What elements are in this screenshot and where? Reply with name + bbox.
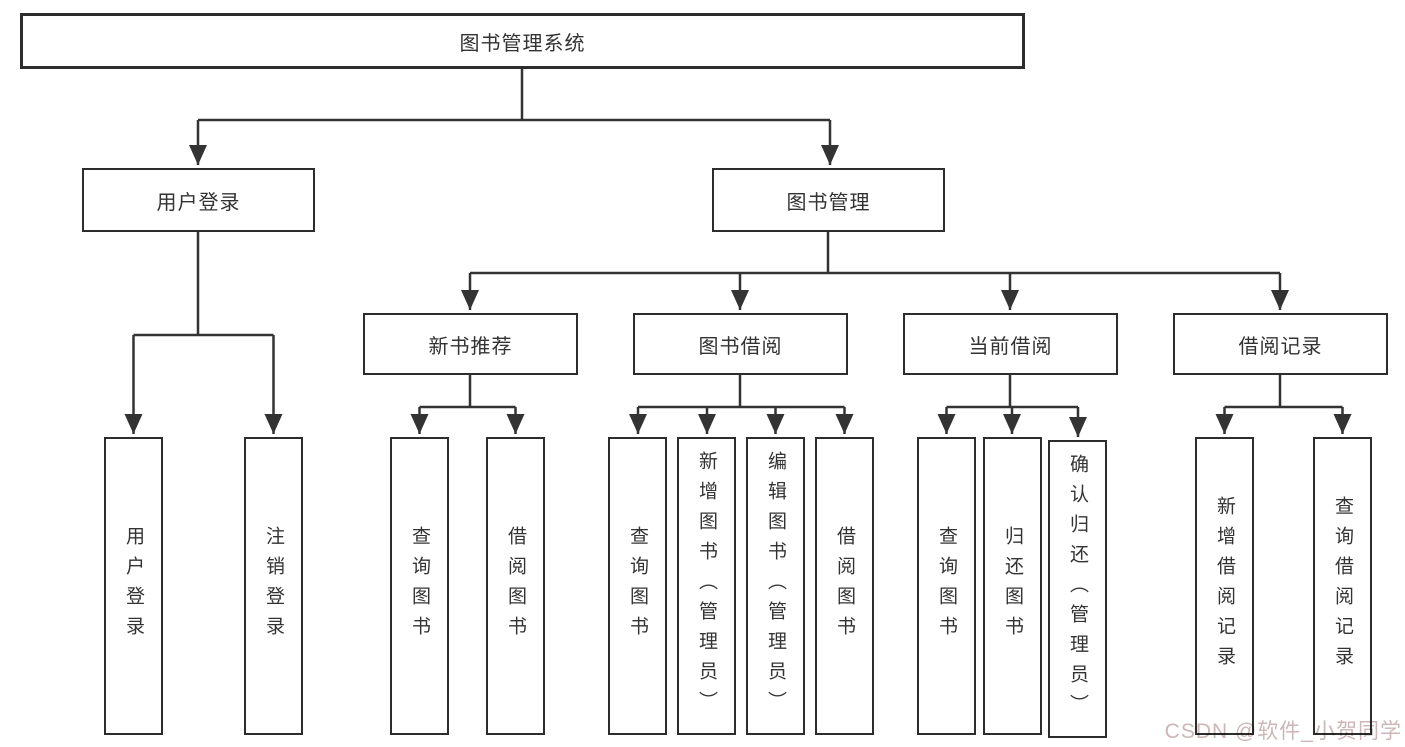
leaf-borrow-book: 借阅图书 — [815, 437, 874, 735]
node-library-management-system: 图书管理系统 — [20, 13, 1025, 69]
node-label: 图书管理 — [786, 191, 871, 214]
leaf-borrow-books: 借阅图书 — [486, 437, 545, 735]
node-label: 编辑图书（管理员） — [765, 451, 786, 721]
node-label: 图书借阅 — [698, 335, 783, 358]
node-label: 查询图书 — [627, 526, 648, 646]
node-label: 新增借阅记录 — [1214, 496, 1235, 676]
node-new-book-recommendation: 新书推荐 — [363, 313, 578, 375]
node-label: 用户登录 — [123, 526, 144, 646]
csdn-watermark: CSDN @软件_小贺同学 — [1164, 720, 1402, 743]
node-label: 借阅记录 — [1238, 335, 1323, 358]
node-label: 当前借阅 — [968, 335, 1053, 358]
node-label: 新增图书（管理员） — [696, 451, 717, 721]
leaf-return-books: 归还图书 — [983, 437, 1042, 735]
node-label: 用户登录 — [156, 191, 241, 214]
node-label: 借阅图书 — [834, 526, 855, 646]
leaf-query-borrow-record: 查询借阅记录 — [1313, 437, 1372, 735]
node-book-management: 图书管理 — [712, 168, 945, 232]
leaf-add-book-admin: 新增图书（管理员） — [677, 437, 736, 735]
node-book-borrowing: 图书借阅 — [633, 313, 848, 375]
node-label: 查询借阅记录 — [1332, 496, 1353, 676]
node-current-borrowing: 当前借阅 — [903, 313, 1118, 375]
leaf-add-borrow-record: 新增借阅记录 — [1195, 437, 1254, 735]
leaf-borrowing-query-books: 查询图书 — [608, 437, 667, 735]
leaf-logout: 注销登录 — [244, 437, 303, 735]
node-label: 归还图书 — [1002, 526, 1023, 646]
leaf-query-books: 查询图书 — [390, 437, 449, 735]
node-label: 查询图书 — [936, 526, 957, 646]
node-label: 借阅图书 — [505, 526, 526, 646]
node-label: 查询图书 — [409, 526, 430, 646]
leaf-confirm-return-admin: 确认归还（管理员） — [1048, 440, 1107, 738]
node-label: 图书管理系统 — [459, 32, 586, 55]
node-user-login: 用户登录 — [82, 168, 315, 232]
leaf-user-login: 用户登录 — [104, 437, 163, 735]
leaf-current-query-books: 查询图书 — [917, 437, 976, 735]
node-borrowing-records: 借阅记录 — [1173, 313, 1388, 375]
node-label: 注销登录 — [263, 526, 284, 646]
leaf-edit-book-admin: 编辑图书（管理员） — [746, 437, 805, 735]
node-label: 新书推荐 — [428, 335, 513, 358]
node-label: 确认归还（管理员） — [1067, 454, 1088, 724]
